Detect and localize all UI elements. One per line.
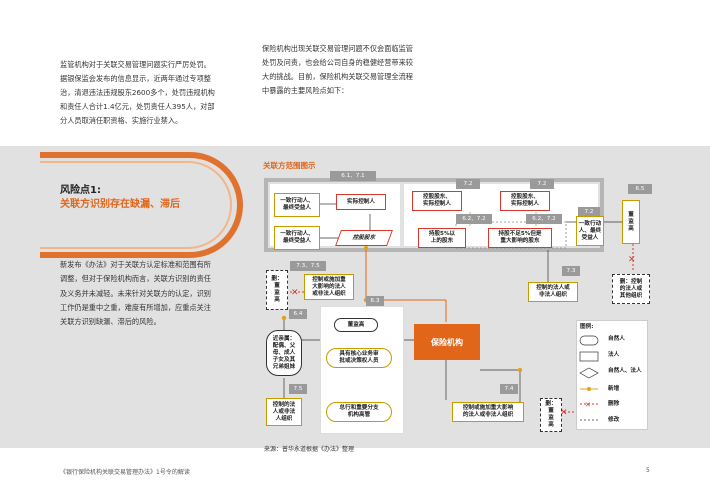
risk-subtitle: 关联方识别存在缺漏、滞后 xyxy=(60,199,180,210)
legend-title: 图例: xyxy=(580,324,594,330)
tag-7-3-7-5: 7.3、7.5 xyxy=(290,261,326,271)
box-concert-party-2: 一致行动人、 最终受益人 xyxy=(274,226,320,250)
box-shareholder-below-5pct: 持股不足5%但是 重大影响的股东 xyxy=(488,228,552,248)
legend-natural-person: 自然人 xyxy=(608,336,625,342)
tag-7-2-b: 7.2 xyxy=(530,179,554,189)
tag-7-2-a: 7.2 xyxy=(456,179,480,189)
box-directors-supervisors: 董 监 高 xyxy=(622,200,640,244)
box-concert-party-1: 一致行动人、 最终受益人 xyxy=(274,193,320,217)
tag-6-1-7-1: 6.1、7.1 xyxy=(330,171,376,181)
box-controlled-entity-right: 控制的法人或 非法人组织 xyxy=(528,282,578,302)
tag-7-3: 7.3 xyxy=(562,266,580,276)
risk-body: 新发布《办法》对于关联方认定标准和范围有所 调整，但对于保险机构而言，关联方识别… xyxy=(60,260,211,327)
decorative-arc xyxy=(40,152,244,258)
intro-paragraph-left: 监管机构对于关联交易管理问题实行严厉处罚。 据银保监会发布的信息显示，近两年通过… xyxy=(60,60,215,125)
box-shareholder-5pct-plus: 持股5%以 上的股东 xyxy=(418,228,466,248)
diagram-source: 来源：普华永道根据《办法》整理 xyxy=(264,446,355,453)
svg-text:✕: ✕ xyxy=(628,255,636,265)
tag-6-3: 6.3 xyxy=(366,296,384,306)
diagram-title: 关联方范围图示 xyxy=(263,161,316,170)
box-ctrl-shareholder-controller-2: 控股股东、 实际控制人 xyxy=(500,191,550,211)
tag-7-4: 7.4 xyxy=(500,384,518,394)
svg-text:✕: ✕ xyxy=(291,288,299,298)
box-branch-executives: 总行和重要分支 机构高管 xyxy=(326,402,392,422)
box-controlled-entity-bottom: 控制或施加重大影响 的法人或非法人组织 xyxy=(452,402,524,422)
tag-6-2-7-2-a: 6.2、7.2 xyxy=(456,214,492,224)
box-actual-controller: 实际控制人 xyxy=(336,194,386,210)
legend-modified: 修改 xyxy=(608,417,620,423)
box-dirs-sup-senior: 董监高 xyxy=(334,318,378,332)
legend-symbols: ✕ xyxy=(579,335,599,421)
risk-title: 风险点1: xyxy=(60,185,101,196)
box-deleted-dirs-left: 删： 董 监 高 xyxy=(266,270,288,310)
tag-6-2-7-2-b: 6.2、7.2 xyxy=(526,214,562,224)
tag-6-5: 6.5 xyxy=(628,184,652,194)
intro-paragraph-right: 保险机构出现关联交易管理问题不仅会面临监管 处罚及问责，也会给公司自身的稳健经营… xyxy=(262,44,413,95)
page-number: 5 xyxy=(646,467,650,474)
box-core-decision-staff: 具有核心业务审 批或决策权人员 xyxy=(326,348,392,368)
tag-7-5: 7.5 xyxy=(289,384,307,394)
legend-legal-person: 法人 xyxy=(608,352,620,358)
svg-text:✕: ✕ xyxy=(585,401,591,409)
box-controlled-entity-lower: 控制的法 人或非法 人组织 xyxy=(266,398,302,426)
box-concert-party-3: 一致行动 人、最终 受益人 xyxy=(576,216,604,246)
center-insurance-institution: 保险机构 xyxy=(414,324,480,360)
box-deleted-dirs-bottom: 删： 董 监 高 xyxy=(540,398,562,432)
box-deleted-dirs-right: 删：控制 的法人或 其他组织 xyxy=(612,274,650,304)
legend-added: 新增 xyxy=(608,386,620,392)
box-close-relatives: 近亲属： 配偶、父 母、成人 子女及其 兄弟姐妹 xyxy=(266,330,302,376)
legend-both: 自然人、法人 xyxy=(608,368,642,374)
tag-7-2-c: 7.2 xyxy=(578,207,600,217)
tag-6-4: 6.4 xyxy=(289,309,307,319)
footer-doc-title: 《银行保险机构关联交易管理办法》1号令的解读 xyxy=(60,469,190,476)
box-controlled-entity-left: 控制或施加重 大影响的法人 或非法人组织 xyxy=(304,274,354,300)
legend-deleted: 删除 xyxy=(608,401,620,407)
svg-text:✕: ✕ xyxy=(560,408,568,418)
box-ctrl-shareholder-controller-1: 控股股东、 实际控制人 xyxy=(412,191,462,211)
box-controlling-shareholder: 控股股东 xyxy=(335,230,393,246)
